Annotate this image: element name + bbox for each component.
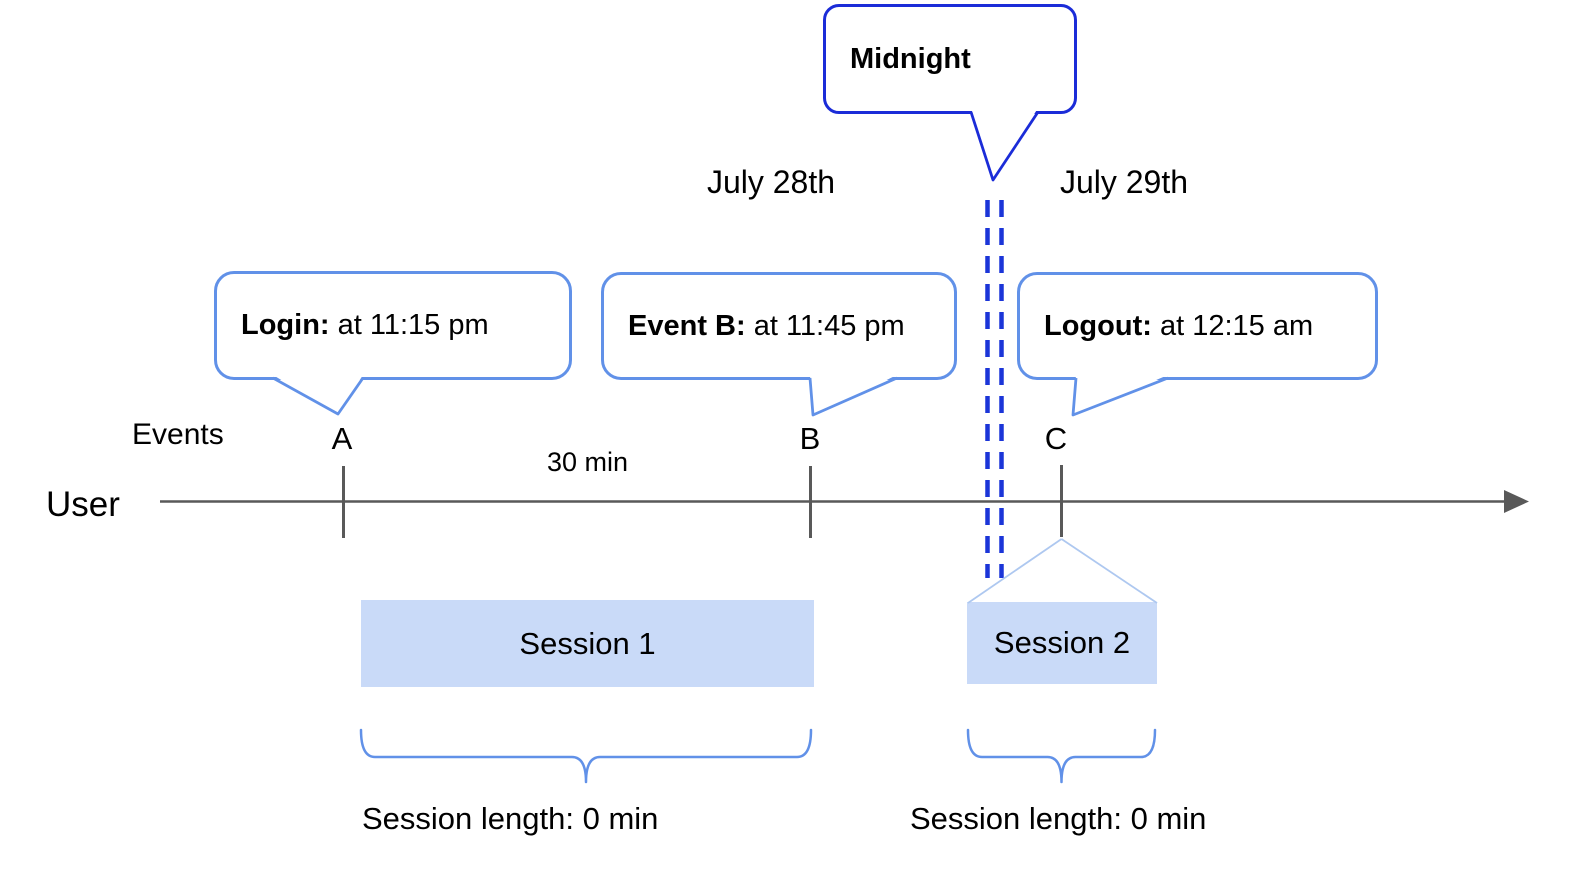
login-callout: Login: at 11:15 pm <box>214 271 572 380</box>
logout-callout-detail: at 12:15 am <box>1151 309 1314 342</box>
midnight-callout-text: Midnight <box>850 42 971 75</box>
event-b-callout: Event B: at 11:45 pm <box>601 272 957 380</box>
login-callout-tail <box>273 375 363 414</box>
session-2-connector-right <box>1060 538 1158 604</box>
session-1-box: Session 1 <box>361 600 814 687</box>
events-row-label: Events <box>132 418 224 451</box>
date-label-july-29: July 29th <box>1059 164 1189 200</box>
logout-callout: Logout: at 12:15 am <box>1017 272 1378 380</box>
logout-callout-title: Logout: <box>1044 309 1152 342</box>
session-2-connector-left <box>967 538 1063 604</box>
session-1-brace <box>359 728 813 784</box>
session-2-length-label: Session length: 0 min <box>910 801 1207 836</box>
session-2-box: Session 2 <box>967 602 1157 684</box>
event-mark-b: B <box>799 421 821 456</box>
logout-callout-tail <box>1073 375 1168 415</box>
event-b-callout-text: Event B: at 11:45 pm <box>604 310 905 343</box>
session-1-length-label: Session length: 0 min <box>362 801 659 836</box>
login-callout-tail-edge <box>272 376 365 416</box>
login-callout-text: Login: at 11:15 pm <box>217 309 489 342</box>
session-2-label: Session 2 <box>993 625 1131 660</box>
event-mark-a: A <box>331 421 353 456</box>
event-b-callout-title: Event B: <box>628 309 746 342</box>
event-mark-c: C <box>1044 421 1068 456</box>
timeline-arrowhead <box>1504 490 1529 513</box>
event-b-callout-tail-edge <box>808 376 898 417</box>
login-callout-title: Login: <box>241 309 330 341</box>
session-1-label: Session 1 <box>519 625 656 661</box>
midnight-callout: Midnight <box>823 4 1077 114</box>
event-b-callout-tail <box>810 375 897 415</box>
session-2-brace <box>966 728 1157 784</box>
interval-label-30min: 30 min <box>547 447 629 477</box>
login-callout-detail: at 11:15 pm <box>329 309 489 341</box>
logout-callout-text: Logout: at 12:15 am <box>1020 310 1313 343</box>
user-row-label: User <box>46 485 120 524</box>
event-b-callout-detail: at 11:45 pm <box>745 309 905 342</box>
date-label-july-28: July 28th <box>706 164 836 200</box>
logout-callout-tail-edge <box>1071 376 1169 417</box>
